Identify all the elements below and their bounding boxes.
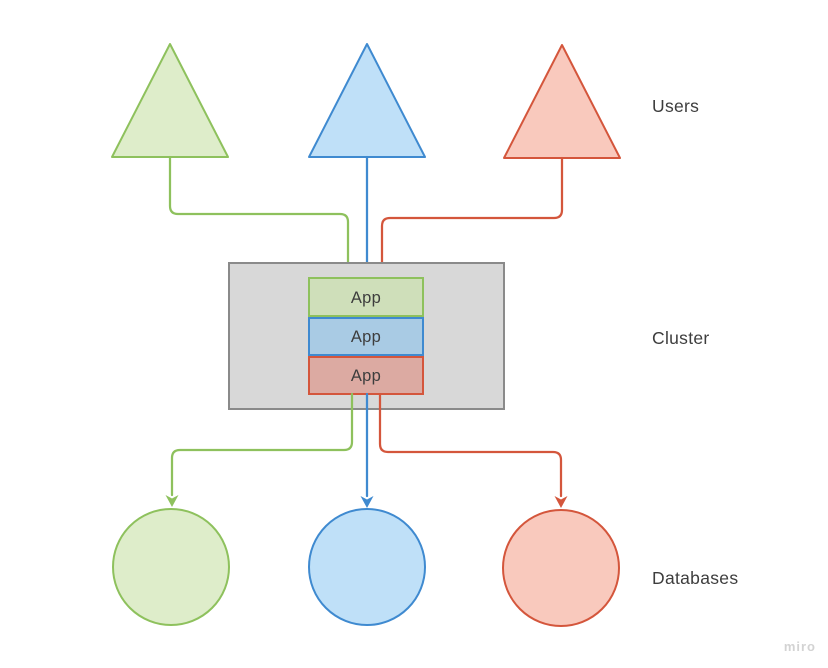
connector-line <box>170 392 354 497</box>
user-triangle-red[interactable] <box>503 44 621 159</box>
database-circle-blue[interactable] <box>308 508 426 626</box>
miro-watermark: miro <box>784 639 816 654</box>
arrowhead-down-icon <box>360 496 374 508</box>
arrowhead-down-icon <box>554 496 568 508</box>
app-label: App <box>351 289 381 307</box>
connector-green-app-to-db[interactable] <box>165 392 354 507</box>
users-label[interactable]: Users <box>652 96 699 116</box>
connector-line <box>168 155 350 271</box>
connector-blue-app-to-db[interactable] <box>360 392 374 508</box>
app-node-red[interactable]: App <box>308 356 424 395</box>
database-circle-red[interactable] <box>502 509 620 627</box>
app-label: App <box>351 328 381 346</box>
user-triangle-blue[interactable] <box>308 43 426 158</box>
cluster-label[interactable]: Cluster <box>652 328 710 348</box>
connector-red-app-to-db[interactable] <box>378 392 568 508</box>
user-triangle-green[interactable] <box>111 43 229 158</box>
app-node-green[interactable]: App <box>308 277 424 317</box>
app-rect-green <box>308 277 424 317</box>
databases-label[interactable]: Databases <box>652 568 738 588</box>
arrowhead-down-icon <box>165 495 179 507</box>
database-circle-green[interactable] <box>112 508 230 626</box>
connector-line <box>378 392 563 498</box>
app-node-blue[interactable]: App <box>308 317 424 356</box>
app-label: App <box>351 367 381 385</box>
connector-line <box>380 156 564 271</box>
app-rect-blue <box>308 317 424 356</box>
